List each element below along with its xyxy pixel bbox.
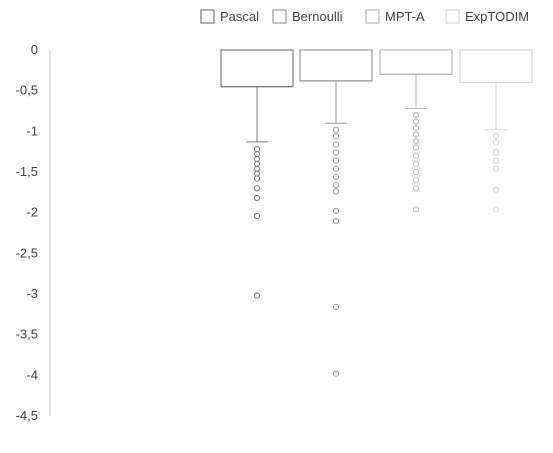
outlier-point — [332, 217, 340, 224]
outlier-point — [492, 165, 500, 172]
y-tick-label: -2 — [26, 205, 38, 220]
legend-swatch — [200, 9, 215, 24]
y-tick-label: -3,5 — [16, 327, 38, 342]
legend-swatch — [272, 9, 287, 24]
series-bernoulli — [299, 49, 373, 377]
outlier-point — [253, 212, 261, 220]
outlier-point — [412, 206, 420, 213]
outlier-point — [492, 149, 500, 156]
y-tick-label: -2,5 — [16, 245, 38, 260]
y-tick-label: 0 — [31, 42, 38, 57]
legend-label: Pascal — [220, 9, 259, 24]
outlier-point — [412, 160, 420, 167]
y-tick-label: -4,5 — [16, 408, 38, 423]
outlier-point — [412, 111, 420, 119]
outlier-point — [492, 157, 500, 164]
outlier-point — [412, 124, 420, 132]
legend-label: Bernoulli — [292, 9, 343, 24]
legend-swatch — [365, 9, 380, 24]
series-mpt-a — [379, 49, 453, 213]
outlier-point — [332, 188, 340, 195]
outlier-point — [412, 152, 420, 159]
legend-item: Bernoulli — [272, 9, 343, 24]
outlier-point — [332, 126, 340, 133]
y-tick-label: -4 — [26, 367, 38, 382]
y-tick-label: -1,5 — [16, 164, 38, 179]
outlier-point — [492, 139, 500, 146]
legend-item: ExpTODIM — [445, 9, 529, 24]
outlier-point — [412, 185, 420, 192]
outlier-point — [253, 175, 261, 182]
series-exptodim — [459, 49, 533, 213]
plot-area — [220, 49, 533, 377]
box — [379, 49, 453, 75]
legend-item: MPT-A — [365, 9, 425, 24]
outlier-point — [412, 177, 420, 184]
box — [299, 49, 373, 82]
outlier-point — [332, 303, 340, 311]
outlier-point — [492, 206, 500, 213]
box — [459, 49, 533, 84]
outlier-point — [253, 194, 261, 202]
series-pascal — [220, 49, 294, 299]
outlier-point — [332, 141, 340, 148]
outlier-point — [412, 137, 420, 145]
outlier-point — [492, 133, 500, 140]
y-tick-label: -1 — [26, 123, 38, 138]
outlier-point — [332, 165, 340, 172]
outlier-point — [332, 149, 340, 156]
outlier-point — [332, 370, 340, 377]
box — [220, 49, 294, 88]
outlier-point — [253, 292, 261, 299]
legend-swatch — [445, 9, 460, 24]
legend: Pascal Bernoulli MPT-A ExpTODIM — [200, 9, 529, 24]
outlier-point — [412, 168, 420, 176]
legend-item: Pascal — [200, 9, 259, 24]
outlier-point — [332, 181, 340, 189]
outlier-point — [412, 118, 420, 125]
outlier-point — [412, 144, 420, 151]
outlier-point — [332, 207, 340, 215]
legend-label: ExpTODIM — [465, 9, 529, 24]
outlier-point — [412, 131, 420, 138]
outlier-point — [253, 185, 261, 192]
outlier-point — [492, 186, 500, 193]
outlier-point — [332, 133, 340, 140]
y-tick-label: -0,5 — [16, 83, 38, 98]
outlier-point — [332, 173, 340, 180]
y-axis: 0 -0,5 -1 -1,5 -2 -2,5 -3 -3,5 -4 -4,5 — [16, 42, 51, 423]
legend-label: MPT-A — [385, 9, 425, 24]
outlier-point — [332, 157, 340, 164]
y-tick-label: -3 — [26, 286, 38, 301]
